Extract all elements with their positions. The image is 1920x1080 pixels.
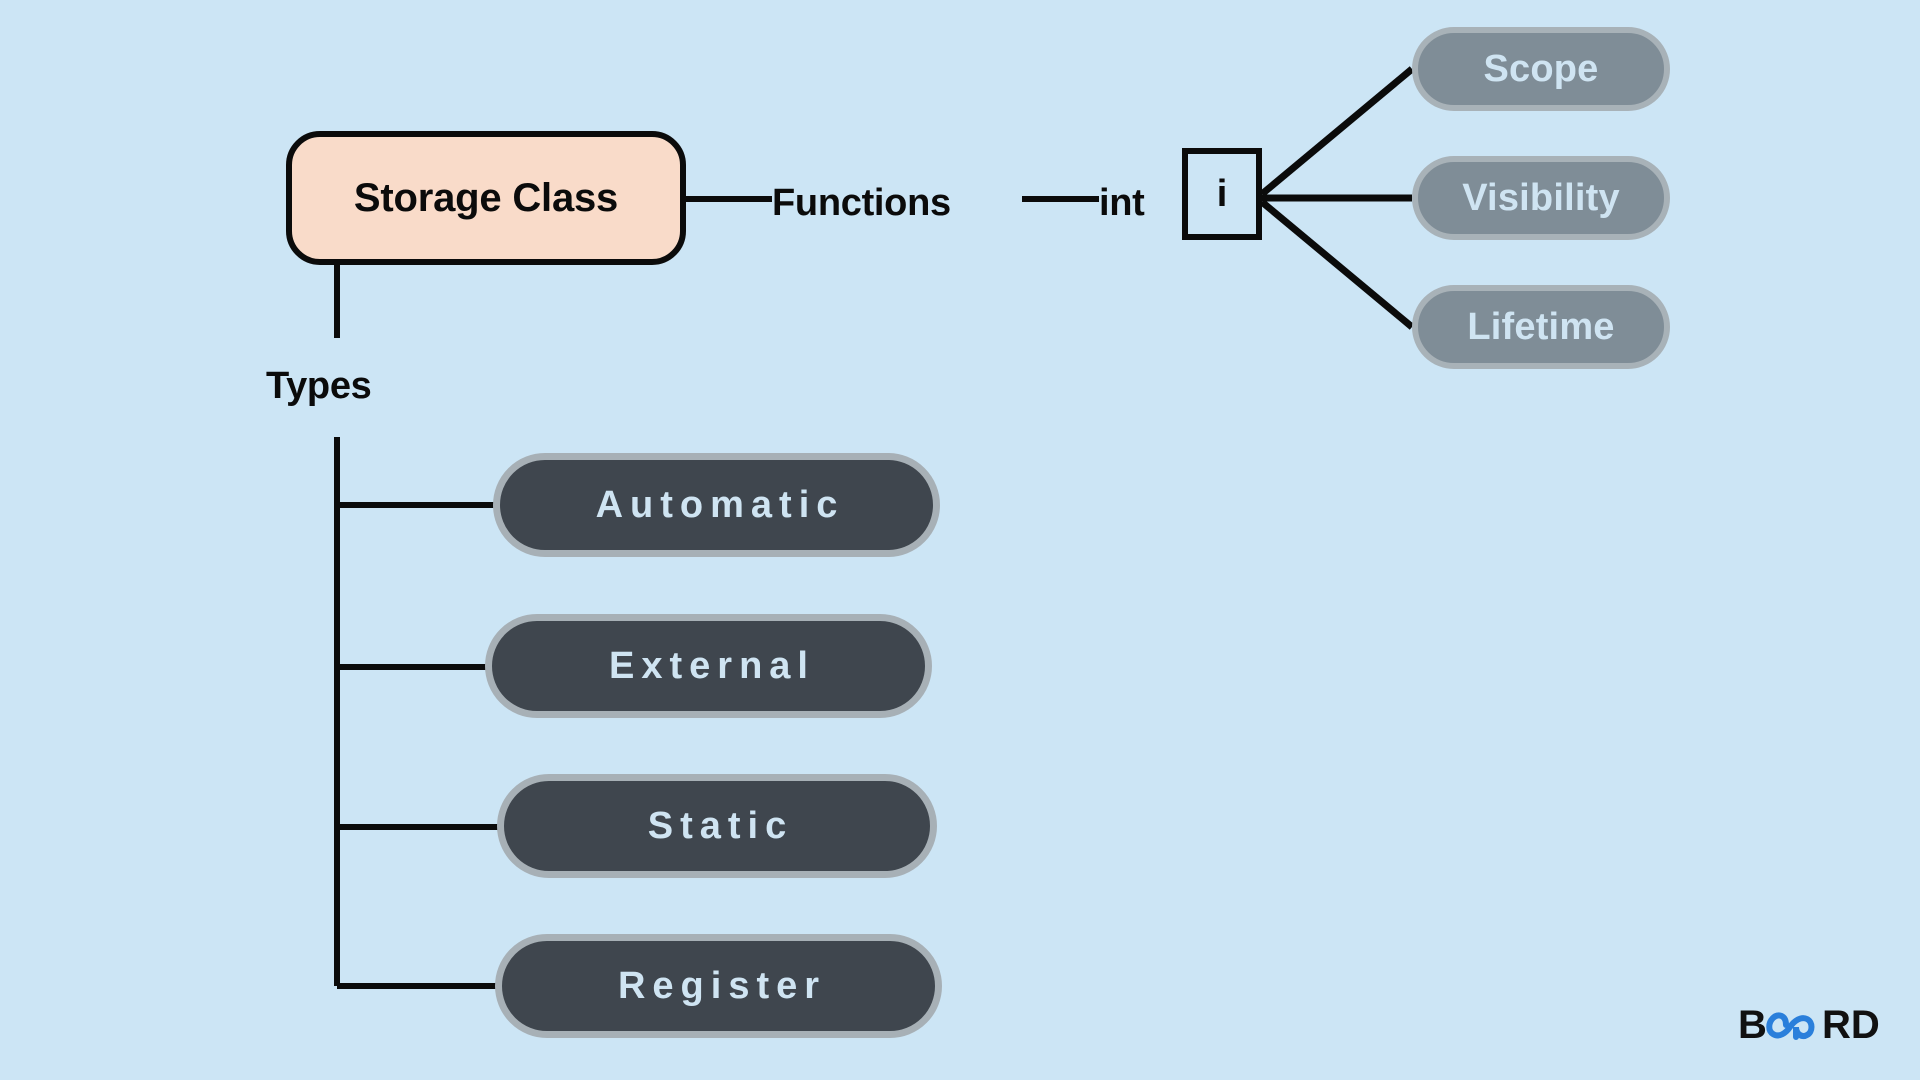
edge-var-to-scope (1259, 66, 1415, 197)
node-type-external-label: External (609, 644, 815, 687)
board-logo: B RD (1738, 1003, 1880, 1047)
node-attribute-lifetime[interactable]: Lifetime (1412, 285, 1670, 369)
label-functions: Functions (772, 182, 951, 224)
board-logo-text-after: RD (1822, 1003, 1880, 1047)
node-storage-class-label: Storage Class (353, 175, 619, 220)
node-type-register-label: Register (617, 964, 827, 1007)
node-variable-i-label: i (1216, 173, 1228, 215)
node-attribute-lifetime-label: Lifetime (1467, 305, 1615, 348)
label-variable-type: int (1099, 182, 1145, 224)
edge-var-to-lifetime (1259, 199, 1415, 330)
node-type-external[interactable]: External (485, 614, 932, 718)
node-attribute-scope[interactable]: Scope (1412, 27, 1670, 111)
node-type-automatic-label: Automatic (595, 483, 845, 526)
board-logo-infinity-icon (1766, 1012, 1815, 1040)
node-attribute-visibility[interactable]: Visibility (1412, 156, 1670, 240)
node-attribute-visibility-label: Visibility (1462, 176, 1620, 219)
node-storage-class[interactable]: Storage Class (286, 131, 686, 265)
node-variable-i[interactable]: i (1182, 148, 1262, 240)
node-type-register[interactable]: Register (495, 934, 942, 1038)
node-attribute-scope-label: Scope (1483, 47, 1599, 90)
label-types: Types (266, 365, 372, 407)
node-type-static-label: Static (647, 804, 794, 847)
board-logo-text-before: B (1738, 1003, 1767, 1047)
node-type-automatic[interactable]: Automatic (493, 453, 940, 557)
node-type-static[interactable]: Static (497, 774, 937, 878)
